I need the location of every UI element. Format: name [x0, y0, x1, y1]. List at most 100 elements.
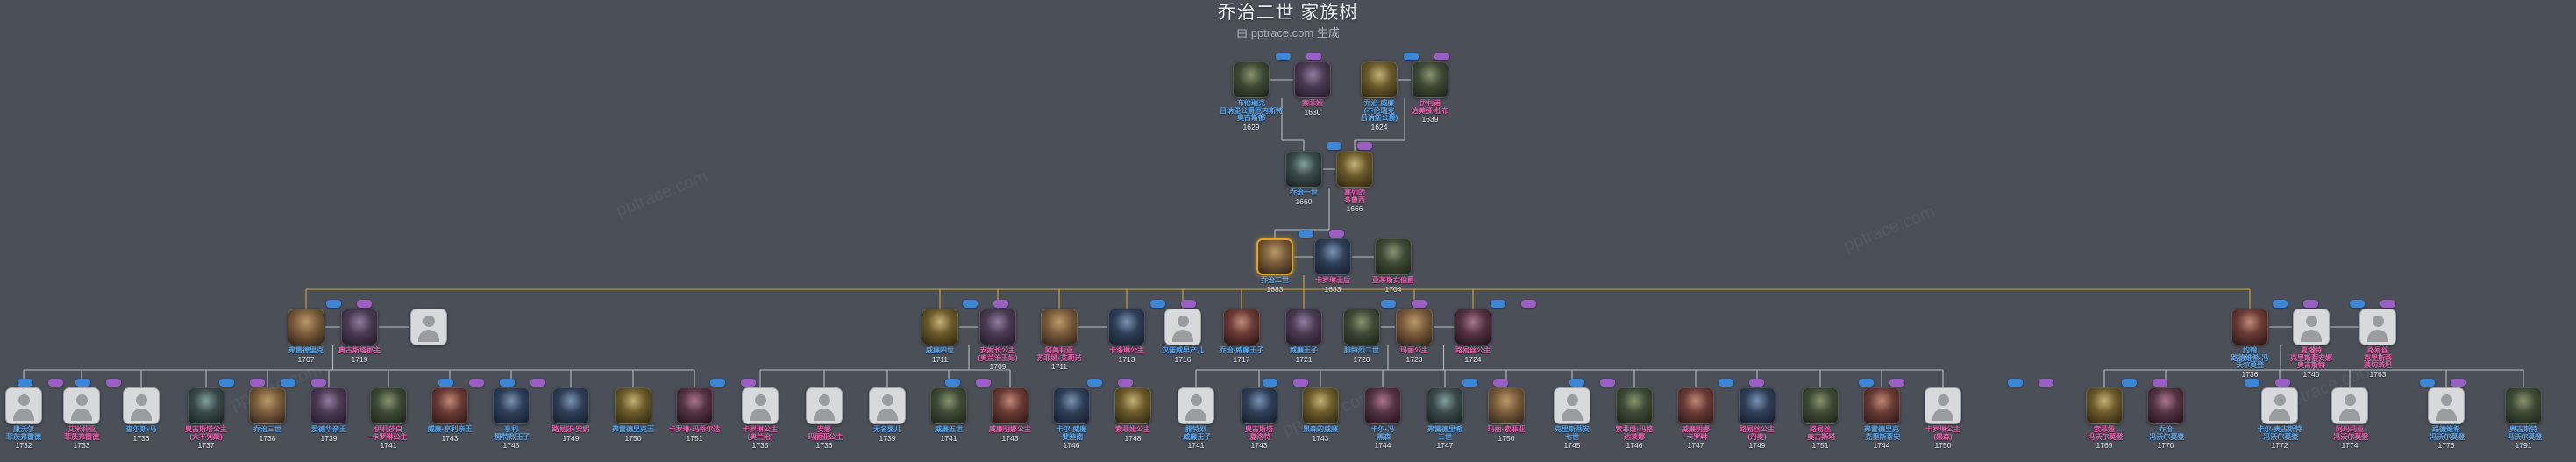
marriage-badge-female[interactable] — [1293, 379, 1308, 387]
marriage-badge-female[interactable] — [1329, 230, 1344, 238]
marriage-badge-male[interactable] — [2273, 300, 2288, 308]
marriage-badge-male[interactable] — [2420, 379, 2435, 387]
marriage-badge-male[interactable] — [219, 379, 234, 387]
marriage-badge-male[interactable] — [1569, 379, 1584, 387]
marriage-badge-male[interactable] — [1276, 53, 1291, 60]
marriage-badge-male[interactable] — [2008, 379, 2023, 387]
marriage-badge-female[interactable] — [1357, 142, 1372, 150]
marriage-badge-female[interactable] — [2039, 379, 2053, 387]
person-node[interactable]: 奥古斯塔公主 (大不列颠)1737 — [166, 387, 246, 450]
marriage-badge-male[interactable] — [945, 379, 960, 387]
marriage-badge-male[interactable] — [963, 300, 978, 308]
marriage-badge-male[interactable] — [2245, 379, 2259, 387]
marriage-badge-male[interactable] — [326, 300, 341, 308]
marriage-badge-female[interactable] — [530, 379, 545, 387]
marriage-badge-female[interactable] — [1749, 379, 1764, 387]
marriage-badge-male[interactable] — [1491, 300, 1505, 308]
marriage-badge-male[interactable] — [1150, 300, 1165, 308]
marriage-badge-male[interactable] — [1462, 379, 1477, 387]
marriage-badge-female[interactable] — [2303, 300, 2318, 308]
marriage-badge-female[interactable] — [311, 379, 326, 387]
marriage-badge-female[interactable] — [1493, 379, 1508, 387]
person-node[interactable]: 卡罗琳公主 (奥兰治)1735 — [720, 387, 801, 450]
person-node[interactable]: 乔治·威廉 (不伦瑞克 吕讷堡公爵)1624 — [1339, 61, 1420, 131]
marriage-badge-female[interactable] — [1889, 379, 1904, 387]
marriage-badge-female[interactable] — [2380, 300, 2395, 308]
marriage-badge-female[interactable] — [1306, 53, 1321, 60]
marriage-badge-female[interactable] — [2451, 379, 2466, 387]
marriage-badge-female[interactable] — [976, 379, 991, 387]
marriage-badge-male[interactable] — [2350, 300, 2365, 308]
marriage-badge-female[interactable] — [1118, 379, 1133, 387]
marriage-badge-male[interactable] — [438, 379, 453, 387]
marriage-badge-female[interactable] — [993, 300, 1008, 308]
marriage-badge-male[interactable] — [1327, 142, 1341, 150]
marriage-badge-male[interactable] — [710, 379, 725, 387]
marriage-badge-female[interactable] — [48, 379, 63, 387]
marriage-badge-female[interactable] — [1434, 53, 1449, 60]
marriage-badge-male[interactable] — [1299, 230, 1313, 238]
marriage-badge-female[interactable] — [1600, 379, 1615, 387]
marriage-badge-male[interactable] — [1087, 379, 1102, 387]
marriage-badge-male[interactable] — [2122, 379, 2137, 387]
marriage-badge-female[interactable] — [1521, 300, 1536, 308]
marriage-badge-female[interactable] — [2153, 379, 2167, 387]
person-node[interactable]: 安妮长公主 (奥兰治王妃)1709 — [957, 309, 1038, 371]
marriage-badge-male[interactable] — [18, 379, 32, 387]
marriage-badge-male[interactable] — [1404, 53, 1419, 60]
marriage-badge-male[interactable] — [1381, 300, 1396, 308]
marriage-badge-female[interactable] — [1181, 300, 1196, 308]
marriage-badge-male[interactable] — [75, 379, 90, 387]
marriage-badge-female[interactable] — [469, 379, 484, 387]
